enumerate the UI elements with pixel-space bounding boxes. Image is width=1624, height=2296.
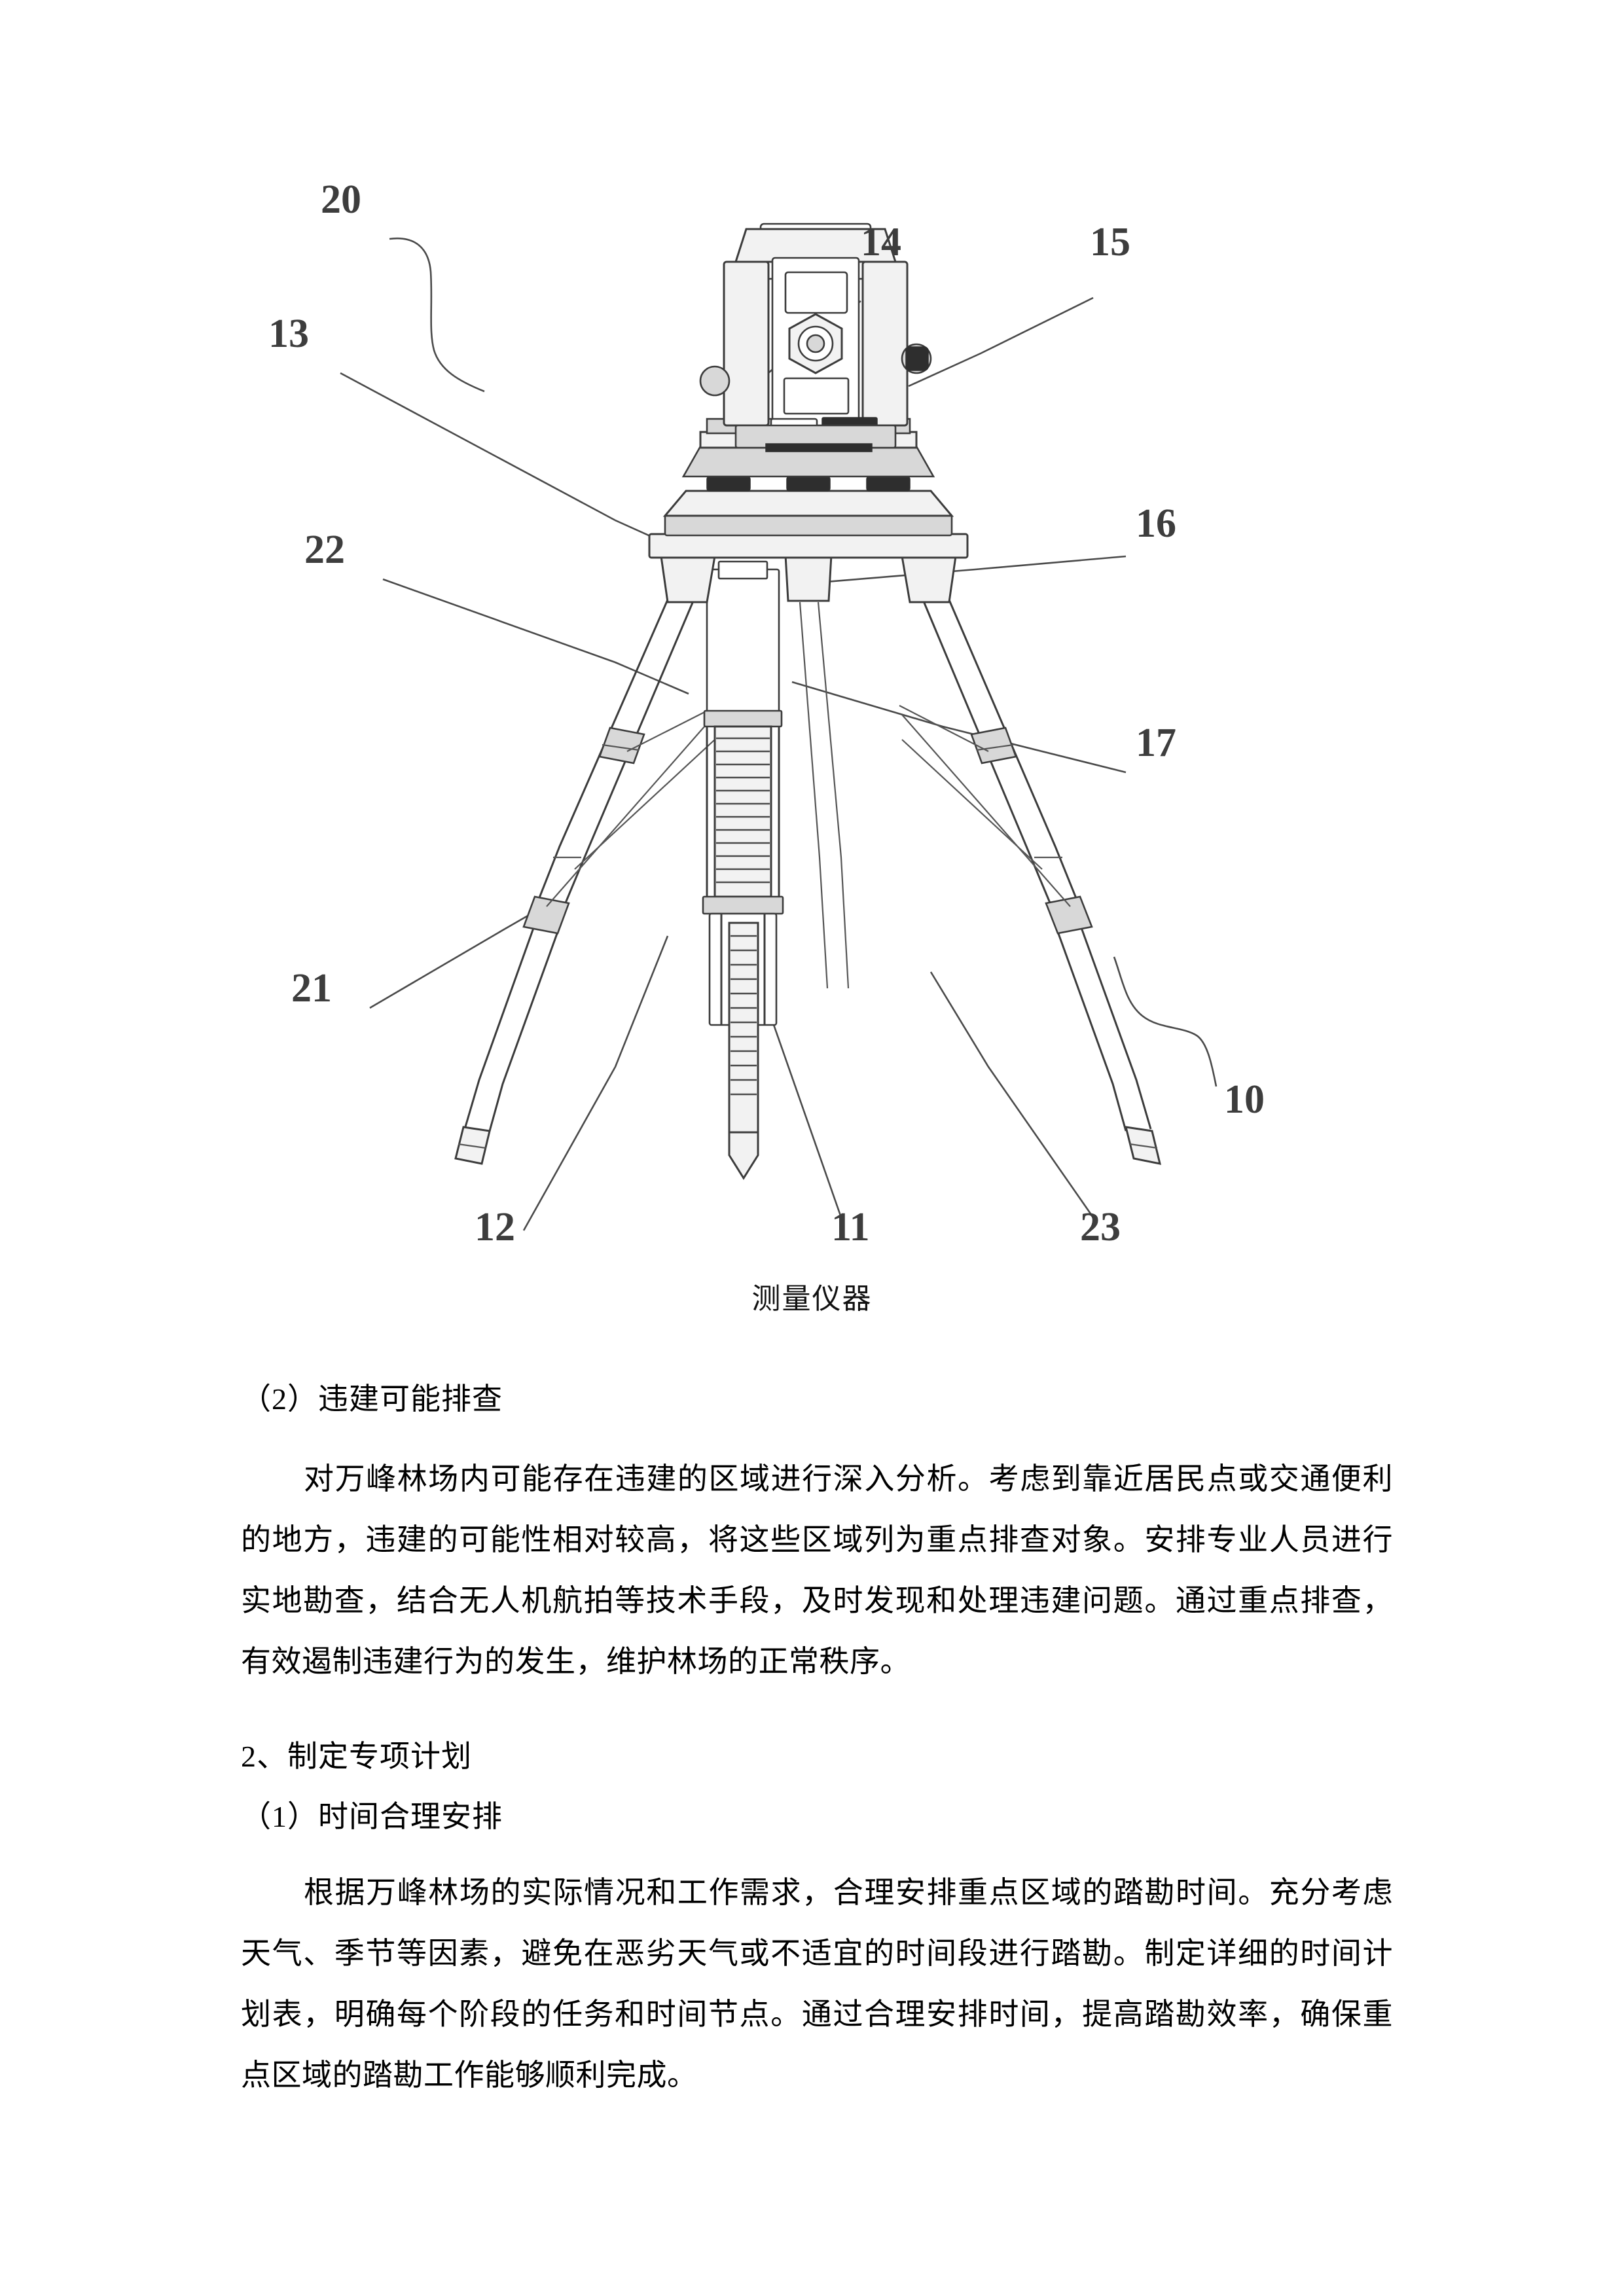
spacer <box>241 1845 1393 1862</box>
heading-violation-investigation: （2）违建可能排查 <box>241 1382 503 1416</box>
ref-num-10: 10 <box>1224 1077 1265 1122</box>
ref-num-14: 14 <box>861 220 901 264</box>
leader-lines <box>340 237 1218 1231</box>
total-station-tripod-drawing: 20 14 15 13 16 22 17 21 10 12 11 23 <box>268 177 1265 1249</box>
tripod-braces <box>546 705 1071 907</box>
heading-time-arrangement: （1）时间合理安排 <box>241 1800 503 1833</box>
ref-num-17: 17 <box>1136 721 1176 765</box>
tripod-legs <box>454 587 1162 1165</box>
ref-num-21: 21 <box>291 966 332 1011</box>
document-body: （2）违建可能排查 对万峰林场内可能存在违建的区域进行深入分析。考虑到靠近居民点… <box>241 1371 1393 2106</box>
center-column <box>702 560 784 1180</box>
spacer <box>241 1692 1393 1729</box>
technical-drawing: 20 14 15 13 16 22 17 21 10 12 11 23 <box>249 151 1375 1276</box>
reference-number-group: 20 14 15 13 16 22 17 21 10 12 11 23 <box>268 177 1265 1249</box>
ref-num-13: 13 <box>268 312 309 356</box>
ref-num-11: 11 <box>831 1205 870 1249</box>
total-station-head <box>699 223 932 452</box>
heading-special-plan: 2、制定专项计划 <box>241 1740 472 1773</box>
ref-num-22: 22 <box>304 528 345 572</box>
ref-num-16: 16 <box>1136 501 1176 546</box>
ref-num-23: 23 <box>1080 1205 1121 1249</box>
paragraph-violation-investigation: 对万峰林场内可能存在违建的区域进行深入分析。考虑到靠近居民点或交通便利的地方，违… <box>241 1462 1393 1678</box>
spacer <box>241 1431 1393 1448</box>
ref-num-20: 20 <box>321 177 361 222</box>
figure-caption: 测量仪器 <box>751 1283 873 1315</box>
paragraph-time-arrangement: 根据万峰林场的实际情况和工作需求，合理安排重点区域的踏勘时间。充分考虑天气、季节… <box>241 1876 1393 2092</box>
ref-num-12: 12 <box>475 1205 515 1249</box>
figure-surveying-instrument: 20 14 15 13 16 22 17 21 10 12 11 23 测量仪器 <box>249 151 1375 1315</box>
ref-num-15: 15 <box>1090 220 1130 264</box>
